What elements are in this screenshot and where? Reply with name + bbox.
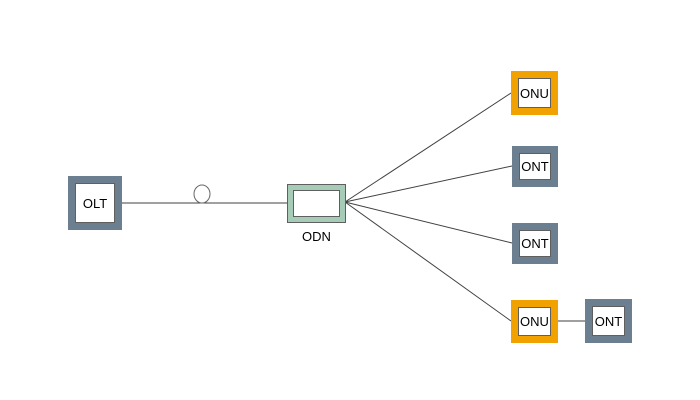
node-olt: OLT [68, 176, 122, 230]
edge-odn-onu-1 [344, 92, 512, 203]
node-onu-2: ONU [511, 300, 558, 343]
node-onu-1: ONU [511, 71, 558, 115]
node-label-odn: ODN [302, 229, 331, 244]
node-ont-2: ONT [512, 223, 558, 264]
node-odn [288, 185, 345, 222]
node-ont-3: ONT [585, 299, 632, 343]
node-label-onu-2: ONU [520, 314, 549, 329]
node-label-ont-3: ONT [594, 313, 623, 329]
node-ont-1: ONT [512, 146, 558, 187]
edge-odn-ont-2 [344, 201, 513, 244]
node-label-onu-1: ONU [520, 85, 549, 101]
edge-odn-ont-1 [344, 165, 513, 203]
fiber-loop-marker [193, 184, 211, 204]
node-label-ont-1: ONT [521, 159, 549, 174]
edge-odn-onu-2 [344, 201, 512, 322]
node-label-ont-2: ONT [521, 236, 549, 251]
node-label-olt: OLT [82, 195, 108, 211]
